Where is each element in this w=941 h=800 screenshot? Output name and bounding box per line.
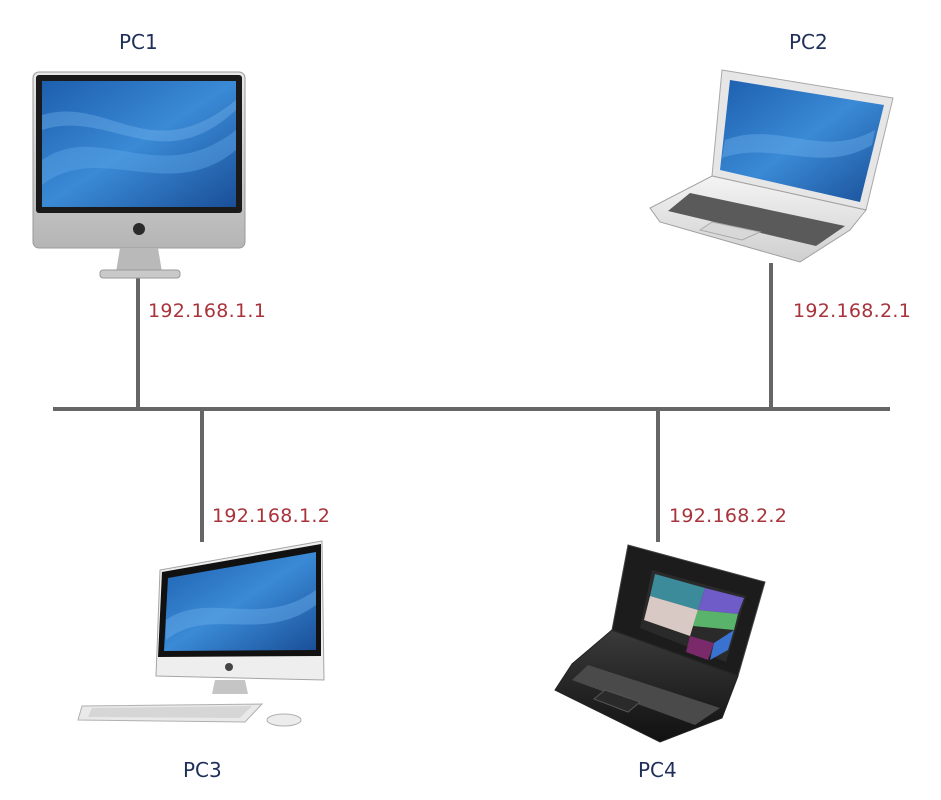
pc3-ip-label: 192.168.1.2: [212, 505, 331, 527]
pc2-laptop-icon: [649, 69, 894, 263]
pc2-ip-label: 192.168.2.1: [793, 300, 912, 322]
pc1-desktop-icon: [32, 71, 246, 279]
pc1-label: PC1: [119, 30, 158, 54]
pc4-ip-label: 192.168.2.2: [669, 505, 788, 527]
pc3-desktop-icon: [77, 540, 325, 727]
pc1-ip-label: 192.168.1.1: [148, 300, 267, 322]
pc4-label: PC4: [638, 758, 677, 782]
network-lines: [53, 263, 890, 542]
pc3-label: PC3: [183, 758, 222, 782]
pc4-laptop-icon: [554, 544, 766, 743]
pc2-label: PC2: [789, 30, 828, 54]
